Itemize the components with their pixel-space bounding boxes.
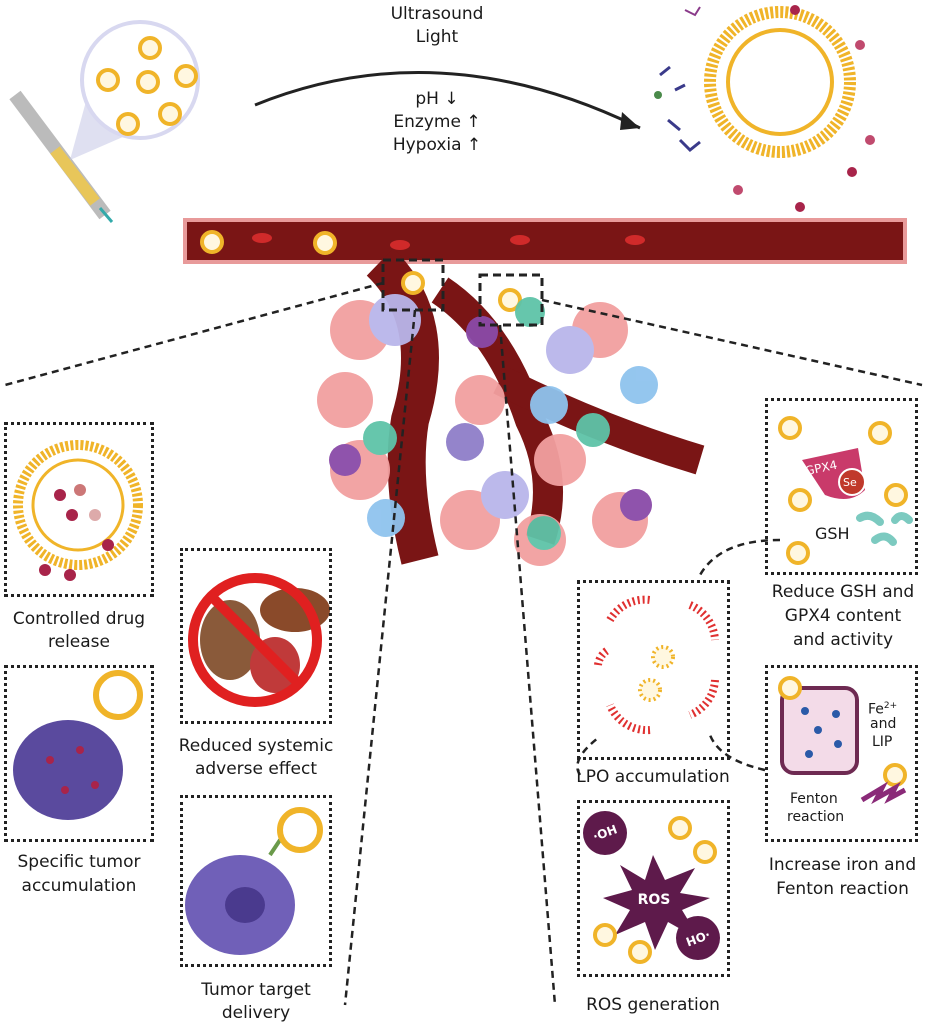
controlled-release-icon [13, 440, 143, 581]
stimulus-light: Light [415, 27, 459, 47]
caption: Increase iron and [768, 855, 917, 875]
caption: adverse effect [194, 759, 318, 779]
panel-gsh-gpx4 [765, 398, 918, 575]
panel-ros [577, 800, 730, 977]
fe-text: Fe [868, 701, 884, 718]
fe-charge: 2+ [883, 701, 898, 711]
panel-target-delivery [180, 795, 332, 967]
liposome-release-icon [654, 5, 875, 212]
targeted-cell-icon [185, 807, 323, 955]
label-ros: ROS [637, 892, 671, 908]
ros-icon [583, 811, 720, 964]
label-fenton: Fenton [790, 791, 838, 807]
caption: GPX4 content [784, 606, 902, 626]
caption: Tumor target [201, 980, 311, 1000]
gpx4-gsh-icon [778, 416, 913, 565]
panel-lpo [577, 580, 730, 760]
label-se: Se [843, 476, 857, 489]
caption: ROS generation [586, 995, 720, 1015]
label-lip: LIP [872, 734, 893, 750]
caption: LPO accumulation [576, 767, 730, 787]
condition-hypoxia: Hypoxia ↑ [392, 135, 482, 155]
label-and: and [870, 716, 897, 732]
panel-controlled-release [4, 422, 154, 597]
condition-enzyme: Enzyme ↑ [393, 112, 481, 132]
caption: Reduce GSH and [771, 582, 915, 602]
guide-lines [4, 281, 923, 1006]
label-gsh: GSH [815, 524, 850, 543]
caption: accumulation [21, 876, 137, 896]
caption: Controlled drug [12, 609, 146, 629]
panel-tumor-accumulation [4, 665, 154, 842]
trigger-arrow [254, 70, 641, 130]
caption: and activity [792, 630, 894, 650]
panel-adverse-effect [180, 548, 332, 724]
iron-pool-icon [778, 676, 907, 805]
label-fe: Fe2+ [868, 697, 897, 719]
condition-ph: pH ↓ [415, 89, 459, 109]
caption: delivery [221, 1003, 291, 1023]
lipid-membrane-icon [594, 595, 719, 735]
no-organ-damage-icon [188, 573, 330, 707]
caption: Fenton reaction [776, 879, 909, 899]
panel-iron [765, 665, 918, 842]
tumor-microenvironment [317, 294, 658, 566]
caption: Specific tumor [17, 852, 141, 872]
tumor-accumulation-icon [13, 670, 143, 820]
stimulus-ultrasound: Ultrasound [390, 4, 484, 24]
caption: release [48, 632, 110, 652]
caption: Reduced systemic [178, 736, 334, 756]
label-reaction: reaction [787, 809, 845, 825]
syringe-icon [9, 90, 114, 223]
